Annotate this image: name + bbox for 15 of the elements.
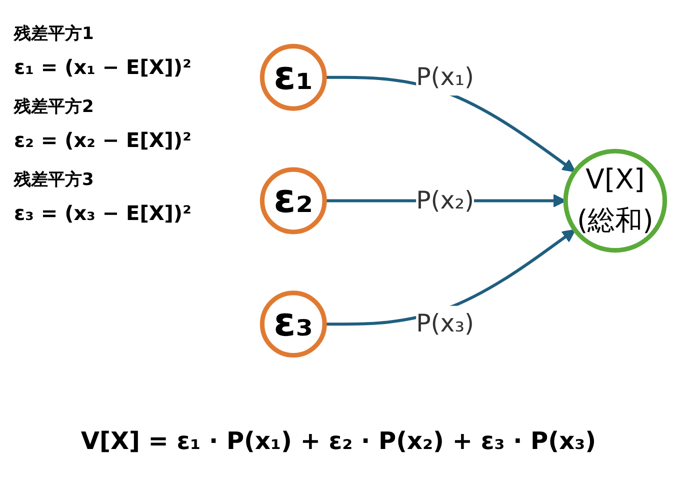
edge-label: P(x₂) xyxy=(416,185,474,214)
formula-text: ε₃ = (x₃ − E[X])² xyxy=(14,201,192,225)
edge-label: P(x₁) xyxy=(416,62,474,91)
formula-text: V[X] = ε₁ · P(x₁) + ε₂ · P(x₂) + ε₃ · P(x₃) xyxy=(80,427,596,455)
heading-text: 残差平方1 xyxy=(14,23,94,45)
formula-text: ε₂ = (x₂ − E[X])² xyxy=(14,128,192,152)
node-circle xyxy=(563,148,668,252)
node-circle xyxy=(260,44,327,111)
edge-label: P(x₃) xyxy=(416,308,474,338)
node-circle xyxy=(260,290,327,358)
heading-text: 残差平方3 xyxy=(14,169,94,191)
node-circle xyxy=(260,167,327,234)
heading-text: 残差平方2 xyxy=(14,96,94,118)
flow-diagram: P(x₁) P(x₂) P(x₃) ε₁ ε₂ ε₃ V[X] (総和) xyxy=(250,34,677,368)
formula-text: ε₁ = (x₁ − E[X])² xyxy=(14,55,192,79)
